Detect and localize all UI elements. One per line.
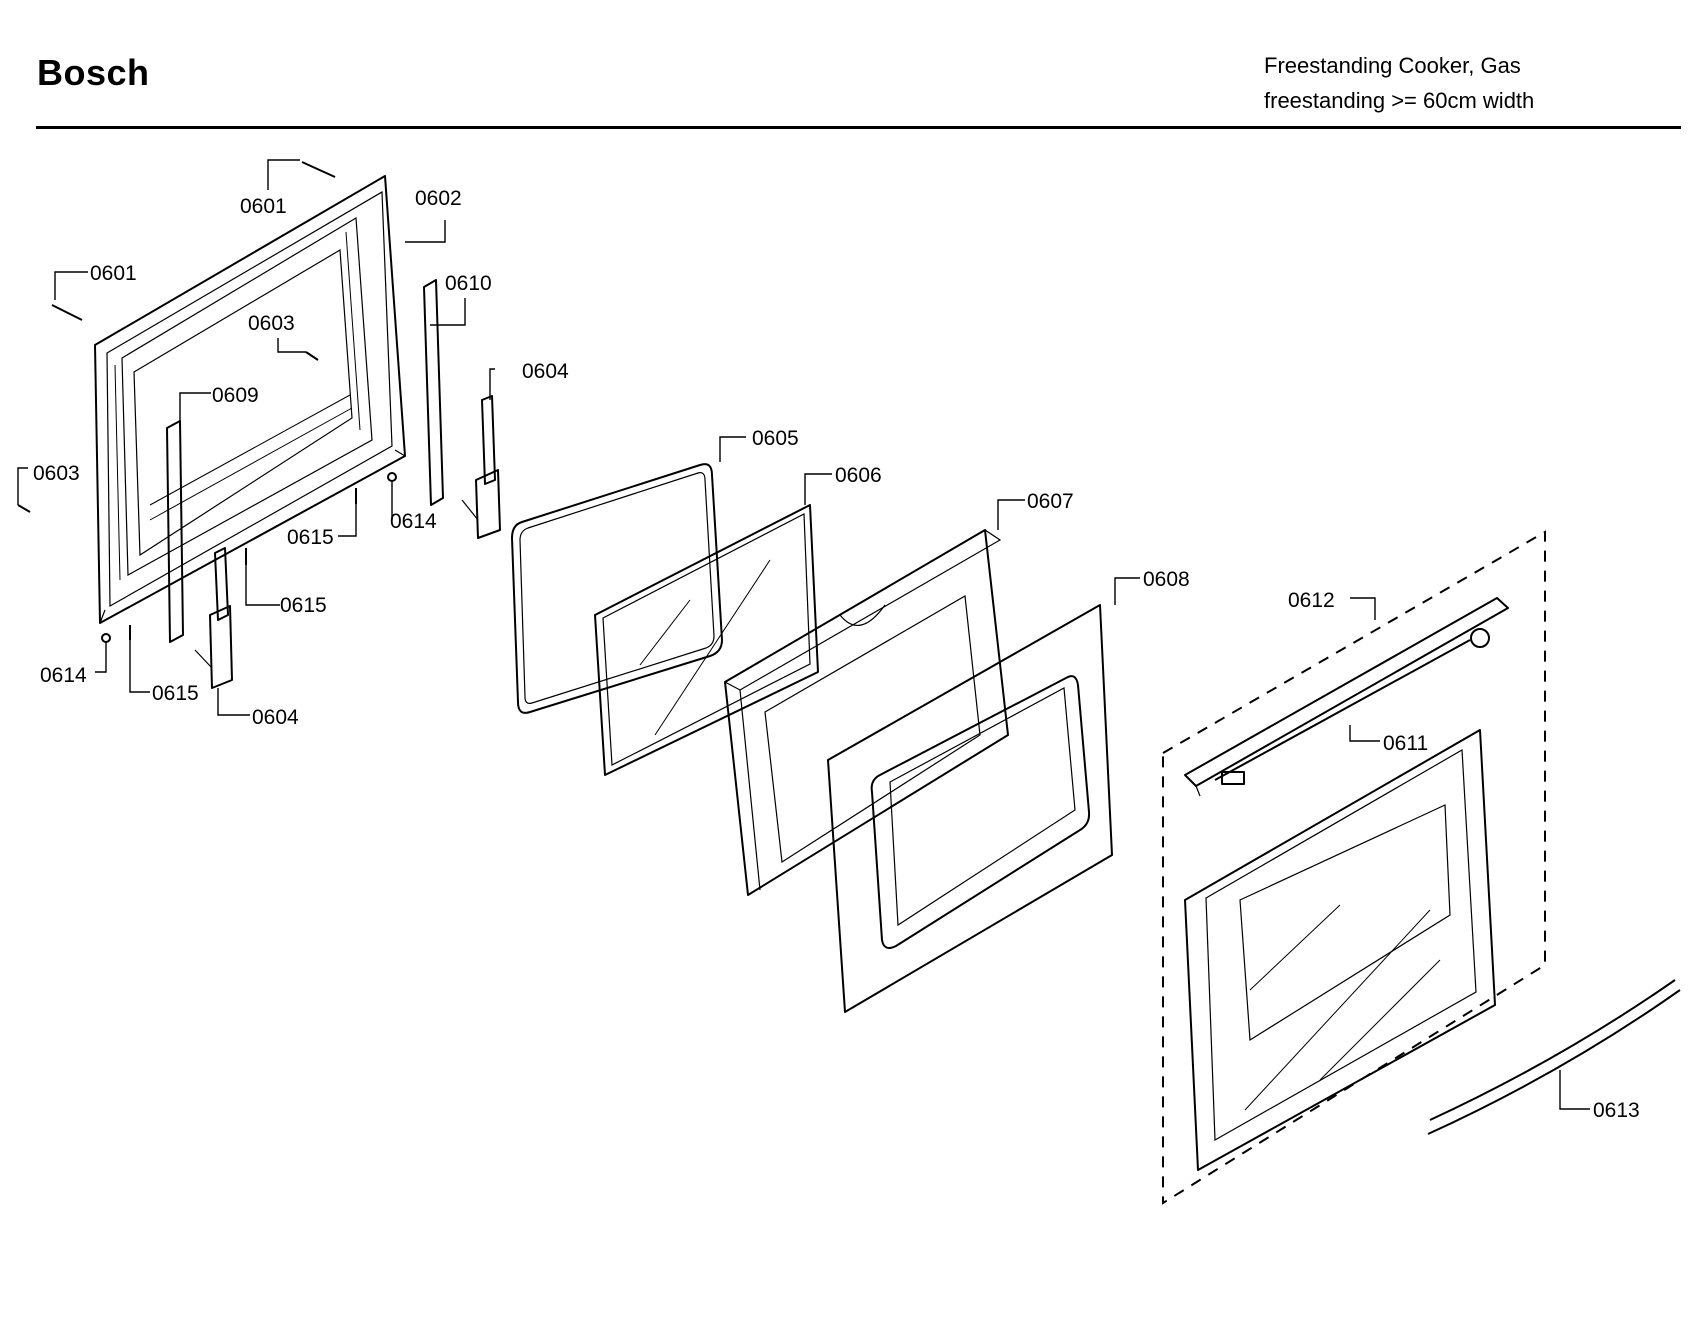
inner-door-frame: [94, 175, 406, 624]
part-label-0608: 0608: [1143, 568, 1190, 591]
part-labels: 0601 0601 0602 0603 0603 0610 0604 0609 …: [33, 187, 1640, 1122]
part-label-0605: 0605: [752, 427, 799, 450]
header-divider: [36, 126, 1681, 129]
part-label-0604-left: 0604: [252, 706, 299, 729]
top-profile-0612: [1184, 597, 1509, 797]
part-label-0607: 0607: [1027, 490, 1074, 513]
screw-0603-upper: [305, 351, 319, 361]
insulation-panel-0607: [723, 529, 1009, 896]
part-label-0613: 0613: [1593, 1099, 1640, 1122]
part-label-0615-a: 0615: [287, 526, 334, 549]
screw-0601-top: [301, 161, 336, 178]
inner-panel-0608: [827, 604, 1113, 1013]
part-label-0601-top: 0601: [240, 195, 287, 218]
part-label-0609: 0609: [212, 384, 259, 407]
brand-title: Bosch: [37, 52, 150, 93]
part-label-0602: 0602: [415, 187, 462, 210]
product-width: freestanding >= 60cm width: [1264, 88, 1535, 113]
part-label-0606: 0606: [835, 464, 882, 487]
hinge-0604-left: [194, 547, 233, 689]
part-label-0603-upper: 0603: [248, 312, 295, 335]
handle-0613: [1427, 979, 1681, 1135]
product-category: Freestanding Cooker, Gas: [1264, 53, 1521, 78]
screw-0601-left: [51, 304, 83, 321]
part-label-0604-right: 0604: [522, 360, 569, 383]
leader-lines: [17, 159, 1590, 1110]
part-label-0615-b: 0615: [280, 594, 327, 617]
part-label-0615-c: 0615: [152, 682, 199, 705]
side-strip-0610: [423, 279, 444, 506]
door-gasket-0605: [511, 463, 723, 714]
screw-0603-lower: [17, 504, 31, 513]
part-label-0610: 0610: [445, 272, 492, 295]
glass-pane-0606: [594, 504, 819, 776]
hinge-0604-right: [461, 395, 501, 539]
part-label-0601-left: 0601: [90, 262, 137, 285]
part-label-0603-lower: 0603: [33, 462, 80, 485]
outer-glass-door: [1184, 729, 1496, 1171]
part-label-0612: 0612: [1288, 589, 1335, 612]
screw-0614-right: [387, 472, 397, 482]
side-strip-0609: [166, 420, 184, 643]
part-label-0611: 0611: [1383, 732, 1428, 755]
part-label-0614-left: 0614: [40, 664, 87, 687]
part-label-0614-right: 0614: [390, 510, 437, 533]
screw-0614-left: [101, 633, 111, 643]
trim-0611: [1214, 639, 1471, 781]
